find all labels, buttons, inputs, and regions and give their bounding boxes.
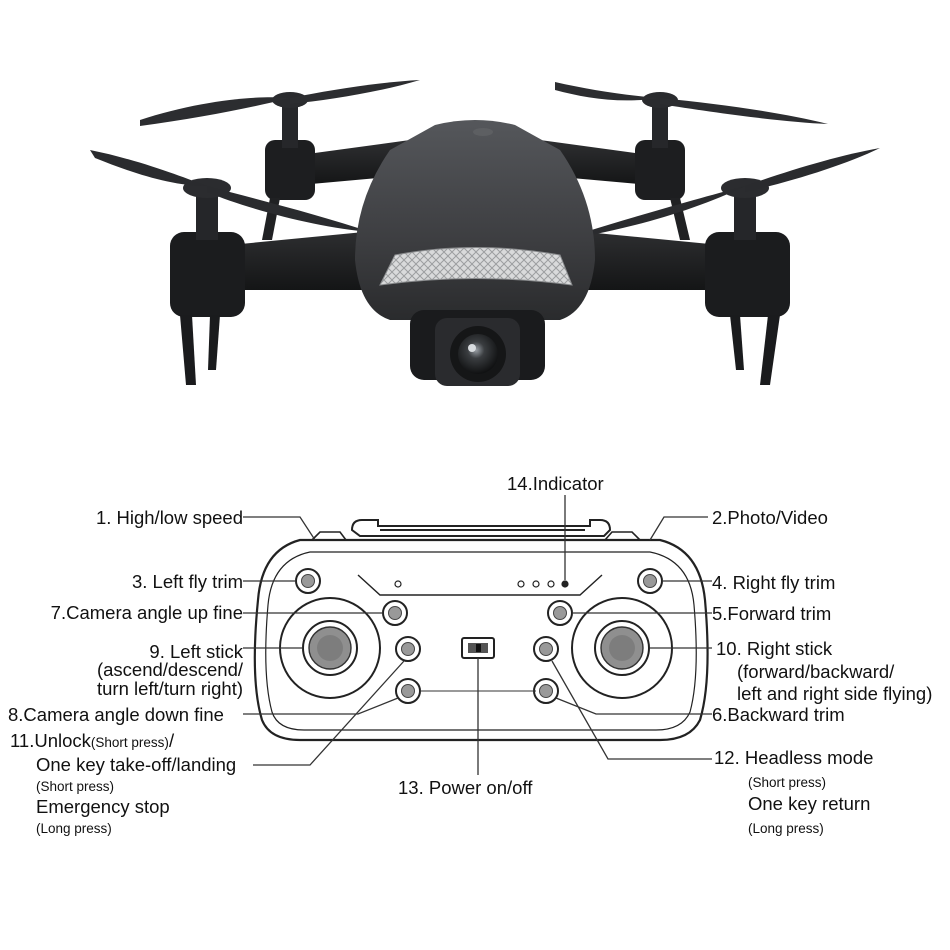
label-right-stick-line2: left and right side flying) <box>737 683 933 704</box>
label-headless-mode: 12. Headless mode <box>714 747 874 768</box>
label-high-low-speed: 1. High/low speed <box>95 507 243 528</box>
label-takeoff-landing: One key take-off/landing <box>36 754 237 775</box>
label-camera-angle-down: 8.Camera angle down fine <box>8 704 224 725</box>
camera-angle-up-button[interactable] <box>382 600 408 626</box>
unlock-takeoff-button[interactable] <box>395 636 421 662</box>
label-left-stick-line1: (ascend/descend/ <box>96 659 243 680</box>
label-unlock-short-press: (Short press) <box>90 735 169 750</box>
label-left-fly-trim: 3. Left fly trim <box>131 571 243 592</box>
drone-illustration <box>90 80 880 386</box>
camera-angle-down-button[interactable] <box>395 678 421 704</box>
right-fly-trim-button[interactable] <box>637 568 663 594</box>
right-stick[interactable] <box>571 597 673 699</box>
label-return-long-press: (Long press) <box>748 821 824 836</box>
left-fly-trim-button[interactable] <box>295 568 321 594</box>
drone-front-left-arm <box>90 150 385 385</box>
drone-back-right-arm <box>538 82 828 240</box>
label-power-on-off: 13. Power on/off <box>398 777 533 798</box>
label-left-stick-line2: turn left/turn right) <box>96 678 243 699</box>
indicator-lights <box>394 580 569 588</box>
power-switch[interactable] <box>461 637 495 659</box>
remote-controller-diagram <box>243 495 712 775</box>
leader-lines <box>243 495 712 775</box>
label-unlock-main: 11.Unlock <box>10 730 91 751</box>
controller-body <box>253 531 709 742</box>
label-right-stick-title: 10. Right stick <box>716 638 833 659</box>
label-left-stick-title: 9. Left stick <box>149 641 243 662</box>
backward-trim-button[interactable] <box>533 678 559 704</box>
label-forward-trim: 5.Forward trim <box>712 603 832 624</box>
label-right-fly-trim: 4. Right fly trim <box>712 572 836 593</box>
label-unlock: 11.Unlock(Short press)/ <box>10 730 174 753</box>
headless-mode-button[interactable] <box>533 636 559 662</box>
label-photo-video: 2.Photo/Video <box>712 507 828 528</box>
label-one-key-return: One key return <box>748 793 871 814</box>
drone-body <box>355 120 595 320</box>
label-indicator: 14.Indicator <box>507 473 604 494</box>
phone-holder <box>350 519 612 537</box>
label-right-stick-line1: (forward/backward/ <box>737 661 895 682</box>
label-takeoff-short-press: (Short press) <box>36 779 115 794</box>
label-unlock-slash: / <box>168 730 175 751</box>
label-headless-short-press: (Short press) <box>748 775 827 790</box>
label-emergency-long-press: (Long press) <box>36 821 112 836</box>
left-stick[interactable] <box>279 597 381 699</box>
label-camera-angle-up: 7.Camera angle up fine <box>50 602 243 623</box>
drone-camera <box>410 310 545 386</box>
drone-front-right-arm <box>565 148 880 385</box>
label-emergency-stop: Emergency stop <box>36 796 170 817</box>
forward-trim-button[interactable] <box>547 600 573 626</box>
drone-back-left-arm <box>140 80 420 240</box>
label-backward-trim: 6.Backward trim <box>712 704 845 725</box>
